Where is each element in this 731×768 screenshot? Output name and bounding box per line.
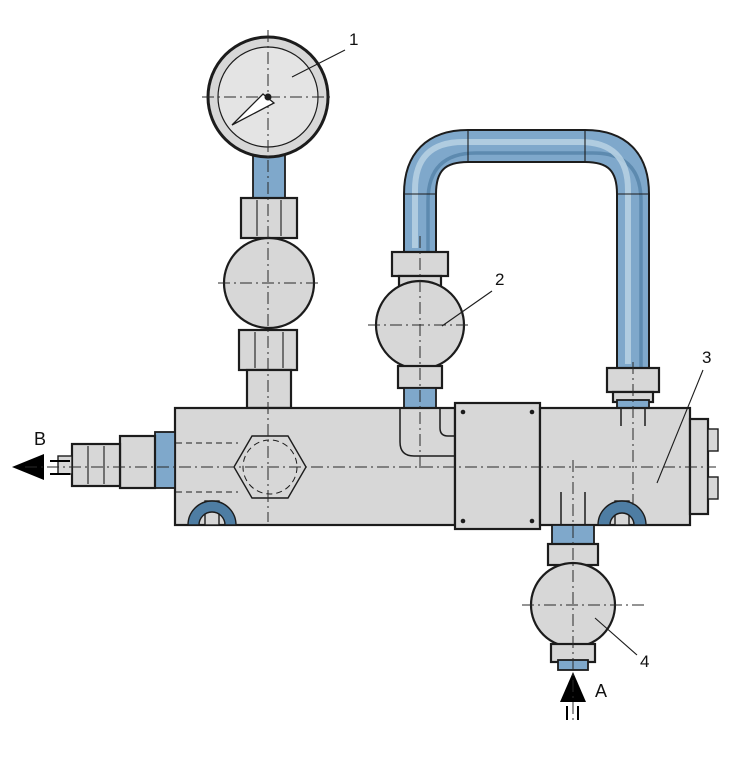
internal-elbow [399, 408, 455, 457]
internal-elbow [439, 408, 455, 437]
hex-nut [118, 434, 157, 490]
callout-3: 3 [702, 348, 711, 367]
seal-cavity-left [187, 500, 237, 526]
centerlines [25, 160, 716, 720]
callout-4: 4 [640, 652, 649, 671]
gauge-valve-column [222, 149, 316, 410]
plate-screw [460, 409, 466, 415]
end-bolt-head [707, 428, 719, 452]
callout-1: 1 [349, 30, 358, 49]
pipe-loop-body [405, 131, 648, 372]
callouts: 1 2 3 4 B A [34, 30, 711, 701]
gauge-hub [264, 93, 272, 101]
plate-screw [529, 518, 535, 524]
manifold-block [173, 401, 719, 531]
leader-line-1 [291, 49, 346, 78]
callout-2: 2 [495, 270, 504, 289]
end-bolt-head [707, 476, 719, 500]
hex-fitting [70, 442, 122, 488]
manifold-middle-plate [453, 401, 542, 531]
port-b-label: B [34, 429, 46, 449]
thread-stub [57, 455, 73, 475]
port-a-label: A [595, 681, 607, 701]
hex-fitting [239, 196, 299, 240]
plate-screw [529, 409, 535, 415]
seal-cavity-right [597, 500, 647, 526]
pipe-loop-highlight [412, 139, 631, 364]
pressure-gauge [202, 30, 334, 164]
leader-line-3 [656, 369, 704, 484]
leader-line-2 [441, 290, 493, 327]
port-b-seal-ring [154, 431, 176, 489]
plate-screw [460, 518, 466, 524]
adapter-fitting [245, 368, 293, 410]
pipe-loop [403, 129, 650, 372]
pipe-loop-shade [426, 151, 643, 369]
leader-line-4 [594, 617, 638, 656]
